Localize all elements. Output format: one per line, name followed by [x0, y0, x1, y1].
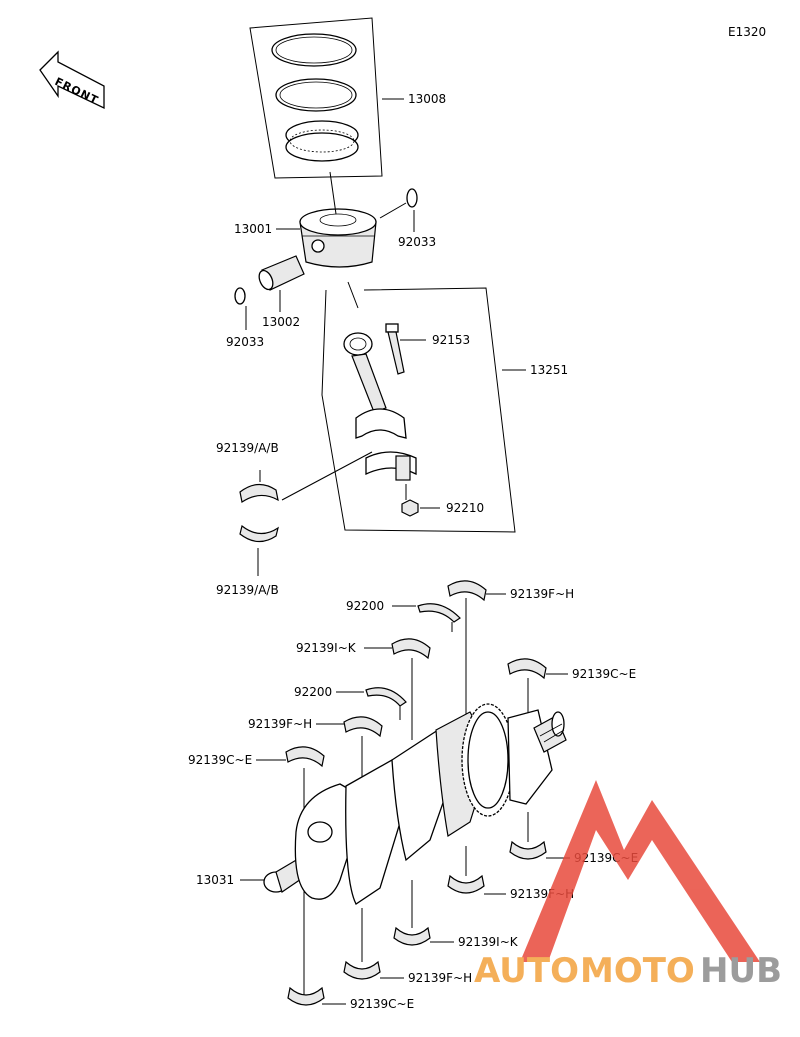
rod-nut	[401, 499, 419, 517]
rod-cap	[365, 451, 417, 481]
watermark-triangle-icon	[520, 780, 760, 962]
label-main-ik-bottom: 92139I~K	[458, 935, 519, 949]
connecting-rod-group-frame	[321, 287, 516, 533]
diagram-code: E1320	[728, 25, 766, 39]
piston-ring-second	[275, 78, 357, 112]
thrust-washer-lower	[365, 687, 407, 707]
label-thrust-upper: 92200	[346, 599, 384, 613]
circlip-right	[406, 188, 418, 208]
label-main-fh-mid: 92139F~H	[248, 717, 312, 731]
automotohub-watermark: AUTO MOTO HUB	[474, 780, 782, 991]
main-bearing-ce-right	[507, 658, 547, 680]
watermark-moto: MOTO	[580, 951, 695, 991]
label-bolt: 92153	[432, 333, 470, 347]
main-bearing-fh-bottom	[343, 960, 381, 980]
main-bearing-ik-top	[391, 638, 431, 660]
label-clip-right: 92033	[398, 235, 436, 249]
label-thrust-lower: 92200	[294, 685, 332, 699]
watermark-auto: AUTO	[474, 951, 579, 991]
main-bearing-ce-bottom	[287, 986, 325, 1006]
thrust-washer-upper	[417, 603, 461, 623]
main-bearing-fh-mid	[343, 716, 383, 738]
label-rod-bearing-bottom: 92139/A/B	[216, 583, 279, 597]
label-rings: 13008	[408, 92, 446, 106]
label-piston: 13001	[234, 222, 272, 236]
rod-bearing-upper	[239, 483, 279, 503]
label-nut: 92210	[446, 501, 484, 515]
label-main-ce-right: 92139C~E	[572, 667, 636, 681]
label-rod-assy: 13251	[530, 363, 568, 377]
label-crankshaft: 13031	[196, 873, 234, 887]
main-bearing-ik-bottom	[393, 926, 431, 946]
label-main-fh-bottom: 92139F~H	[408, 971, 472, 985]
main-bearing-ce-left	[285, 746, 325, 768]
label-clip-left: 92033	[226, 335, 264, 349]
rod-bolt	[385, 323, 405, 375]
piston-oil-ring	[285, 120, 359, 162]
main-bearing-ce-lower-right	[509, 840, 547, 860]
main-bearing-fh-lower-right	[447, 874, 485, 894]
piston-ring-top	[271, 33, 357, 67]
piston-pin	[258, 255, 305, 291]
crankshaft	[263, 703, 567, 905]
main-bearing-fh-top	[447, 580, 487, 602]
piston	[299, 208, 377, 268]
rod-bearing-lower	[239, 524, 279, 543]
label-main-fh-top: 92139F~H	[510, 587, 574, 601]
connecting-rod	[343, 332, 407, 439]
front-arrow-icon: FRONT	[39, 50, 105, 110]
label-pin: 13002	[262, 315, 300, 329]
label-main-ce-left: 92139C~E	[188, 753, 252, 767]
watermark-hub: HUB	[700, 951, 782, 991]
circlip-left	[234, 287, 246, 305]
label-main-ce-bottom: 92139C~E	[350, 997, 414, 1011]
piston-ring-group-frame	[249, 17, 383, 179]
label-rod-bearing-top: 92139/A/B	[216, 441, 279, 455]
label-main-ik-top: 92139I~K	[296, 641, 357, 655]
